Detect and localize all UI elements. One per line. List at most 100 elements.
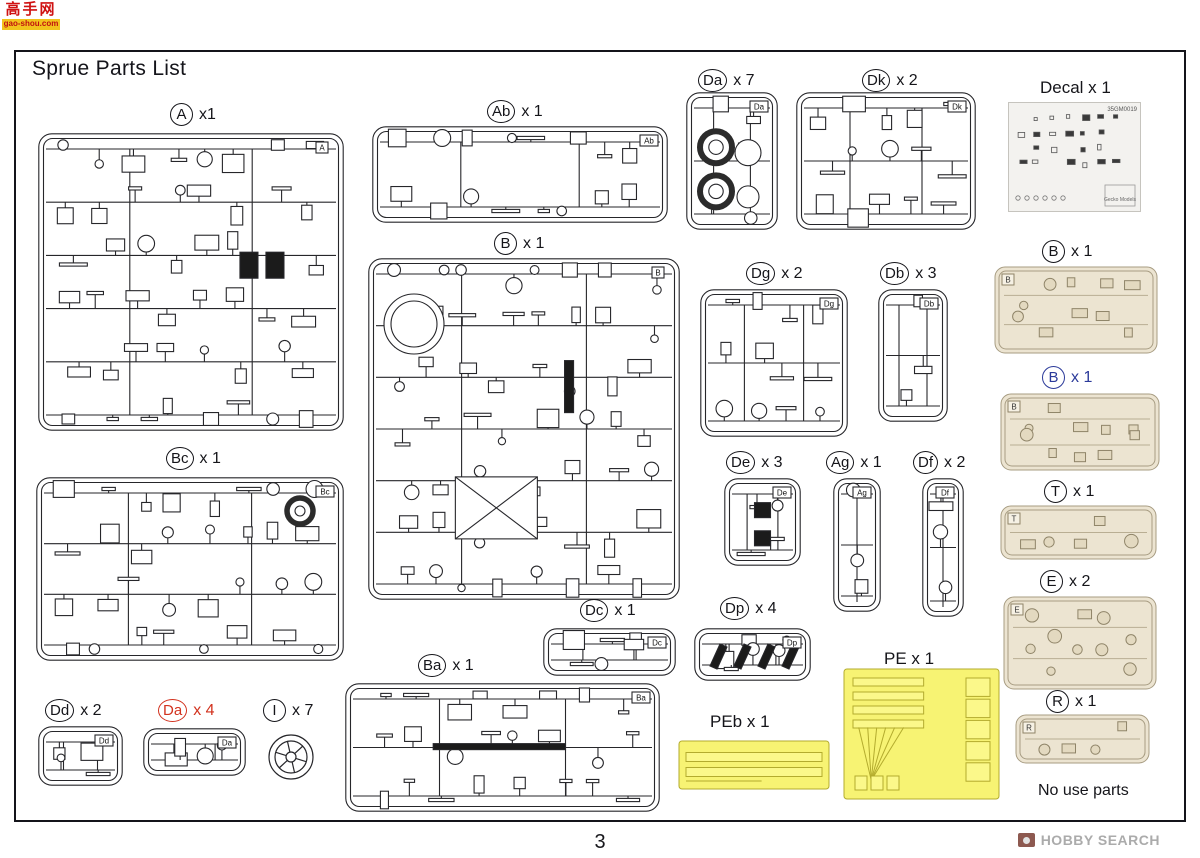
sprue-Bt1-letter-circle: B <box>1042 240 1065 263</box>
svg-text:Dg: Dg <box>824 300 834 309</box>
svg-text:Dp: Dp <box>787 639 798 648</box>
svg-text:Ba: Ba <box>636 694 646 703</box>
svg-text:T: T <box>1012 515 1017 524</box>
sprue-Ag-qty: x 1 <box>860 453 882 471</box>
sprue-Dk-drawing: Dk <box>796 92 976 230</box>
sprue-Df-drawing: Df <box>922 478 964 617</box>
sprue-Decal-label: Decal x 1 <box>1040 78 1111 98</box>
svg-text:Da: Da <box>754 103 765 112</box>
page-title: Sprue Parts List <box>32 57 187 80</box>
svg-text:R: R <box>1026 724 1032 733</box>
page-number: 3 <box>594 831 606 853</box>
svg-text:B: B <box>655 269 660 278</box>
svg-text:Dk: Dk <box>952 103 963 112</box>
sprue-Dp-qty: x 4 <box>755 599 777 617</box>
sprue-Bc-drawing: Bc <box>36 477 344 661</box>
svg-text:Db: Db <box>924 300 935 309</box>
sprue-Ba-label: Ba x 1 <box>418 654 474 677</box>
svg-text:Dd: Dd <box>99 737 109 746</box>
sprue-Da7-drawing: Da <box>686 92 778 230</box>
sprue-E-drawing: E <box>1003 596 1157 690</box>
svg-text:Dc: Dc <box>652 639 662 648</box>
gaoshou-logo-url: gao-shou.com <box>2 18 60 30</box>
sprue-Da4-drawing: Da <box>143 728 246 776</box>
sprue-I-qty: x 7 <box>292 701 314 719</box>
sprue-Da4-label: Da x 4 <box>158 699 215 722</box>
sprue-T-qty: x 1 <box>1073 482 1095 500</box>
sprue-Bt2-drawing: B <box>1000 393 1160 471</box>
sprue-Ag-letter-circle: Ag <box>826 451 855 474</box>
sprue-Ab-label: Ab x 1 <box>487 100 543 123</box>
svg-text:De: De <box>777 489 788 498</box>
sprue-Da4-qty: x 4 <box>193 701 215 719</box>
svg-text:B: B <box>1011 403 1016 412</box>
sprue-Ab-qty: x 1 <box>521 102 543 120</box>
sprue-T-drawing: T <box>1000 505 1157 560</box>
svg-text:Df: Df <box>941 489 950 498</box>
sprue-Db-letter-circle: Db <box>880 262 910 285</box>
sprue-Dp-label: Dp x 4 <box>720 597 777 620</box>
sprue-Bt1-drawing: B <box>994 266 1158 354</box>
sprue-Dp-drawing: Dp <box>694 628 811 681</box>
sprue-B-drawing: B <box>368 258 680 600</box>
sprue-Da4-letter-circle: Da <box>158 699 188 722</box>
sprue-PE-drawing <box>843 668 1000 800</box>
sprue-A-drawing: A <box>38 133 344 431</box>
sprue-Ba-qty: x 1 <box>452 656 474 674</box>
sprue-Bt1-qty: x 1 <box>1071 242 1093 260</box>
sprue-Bt2-qty: x 1 <box>1071 368 1093 386</box>
svg-text:Gecko Models: Gecko Models <box>1104 197 1136 203</box>
svg-text:35GM0019: 35GM0019 <box>1107 107 1137 113</box>
sprue-Dp-letter-circle: Dp <box>720 597 750 620</box>
sprue-E-letter-circle: E <box>1040 570 1063 593</box>
sprue-Dg-qty: x 2 <box>781 264 803 282</box>
sprue-A-letter-circle: A <box>170 103 193 126</box>
svg-text:Ag: Ag <box>857 489 867 498</box>
sprue-Ag-drawing: Ag <box>833 478 881 612</box>
sprue-PE-label-text: PE x 1 <box>884 649 935 668</box>
hobby-search-text: HOBBY SEARCH <box>1040 832 1160 848</box>
sprue-T-letter-circle: T <box>1044 480 1067 503</box>
sprue-Ab-letter-circle: Ab <box>487 100 516 123</box>
page-border <box>14 50 1186 822</box>
sprue-R-qty: x 1 <box>1075 692 1097 710</box>
sprue-Ab-drawing: Ab <box>372 126 668 223</box>
sprue-Dk-letter-circle: Dk <box>862 69 891 92</box>
sprue-De-drawing: De <box>724 478 801 566</box>
sprue-Ba-letter-circle: Ba <box>418 654 447 677</box>
sprue-R-letter-circle: R <box>1046 690 1069 713</box>
sprue-Db-drawing: Db <box>878 289 948 422</box>
sprue-PEb-label-text: PEb x 1 <box>710 712 770 731</box>
sprue-Bc-letter-circle: Bc <box>166 447 194 470</box>
gaoshou-logo-text: 高手网 <box>5 1 57 18</box>
svg-text:B: B <box>1005 276 1010 285</box>
sprue-Dg-letter-circle: Dg <box>746 262 776 285</box>
sprue-I-drawing <box>268 734 314 780</box>
svg-text:Bc: Bc <box>320 488 329 497</box>
svg-text:Da: Da <box>222 739 233 748</box>
sprue-I-letter-circle: I <box>263 699 286 722</box>
sprue-Dd-qty: x 2 <box>80 701 102 719</box>
sprue-Bc-qty: x 1 <box>199 449 221 467</box>
gaoshou-watermark-logo: 高手网 gao-shou.com <box>2 2 60 30</box>
sprue-Bc-label: Bc x 1 <box>166 447 221 470</box>
sprue-Dk-label: Dk x 2 <box>862 69 918 92</box>
sprue-Dg-drawing: Dg <box>700 289 848 437</box>
sprue-Dk-qty: x 2 <box>896 71 918 89</box>
sprue-R-drawing: R <box>1015 714 1150 764</box>
sprue-PE-label: PE x 1 <box>884 649 934 669</box>
